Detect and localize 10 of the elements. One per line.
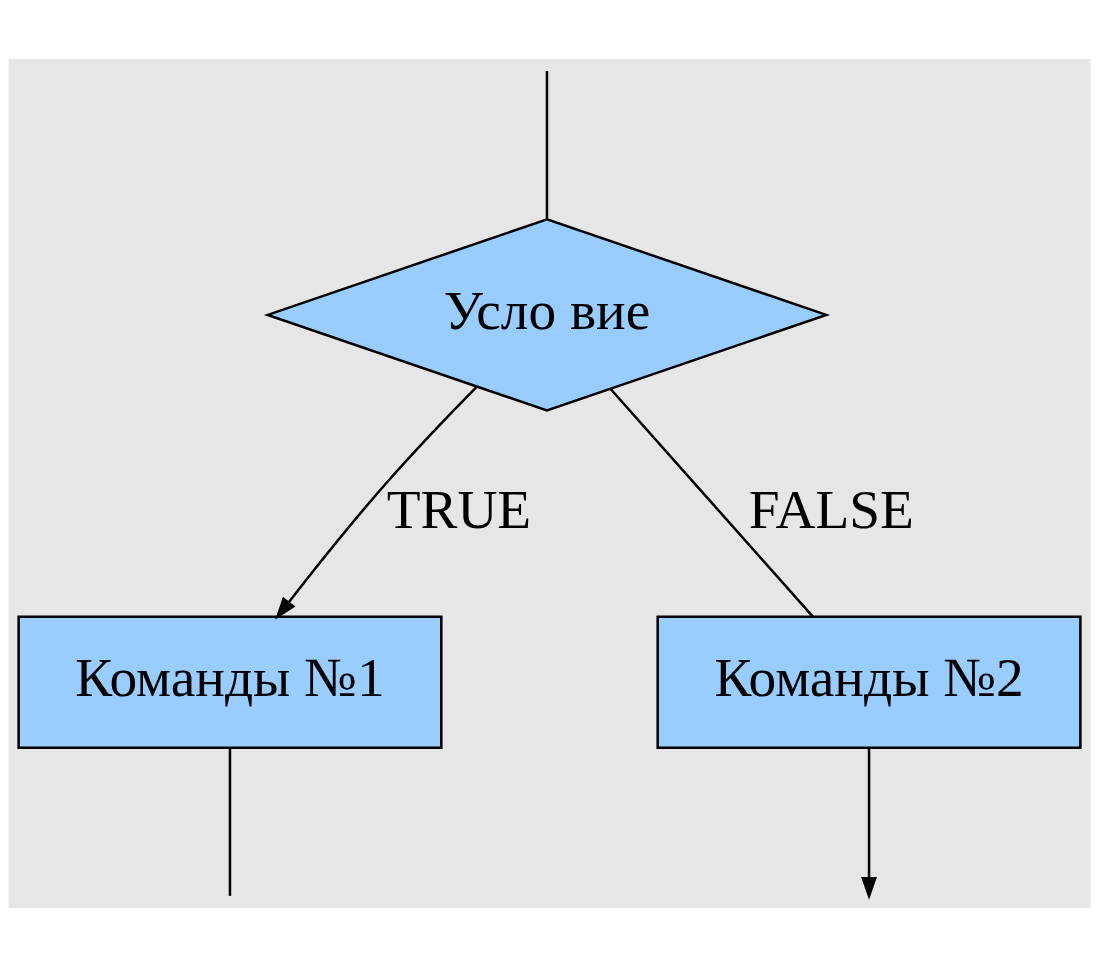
edge-label: FALSE bbox=[748, 478, 914, 540]
connector bbox=[228, 748, 232, 896]
connector bbox=[545, 71, 549, 219]
node-box: Команды №2 bbox=[656, 615, 1082, 749]
node-diamond: Усло вие bbox=[263, 218, 831, 412]
arrow bbox=[861, 748, 877, 900]
node-box: Команды №1 bbox=[17, 615, 443, 749]
edge-label: TRUE bbox=[386, 478, 532, 540]
arrow bbox=[275, 386, 478, 620]
connector bbox=[609, 388, 815, 618]
